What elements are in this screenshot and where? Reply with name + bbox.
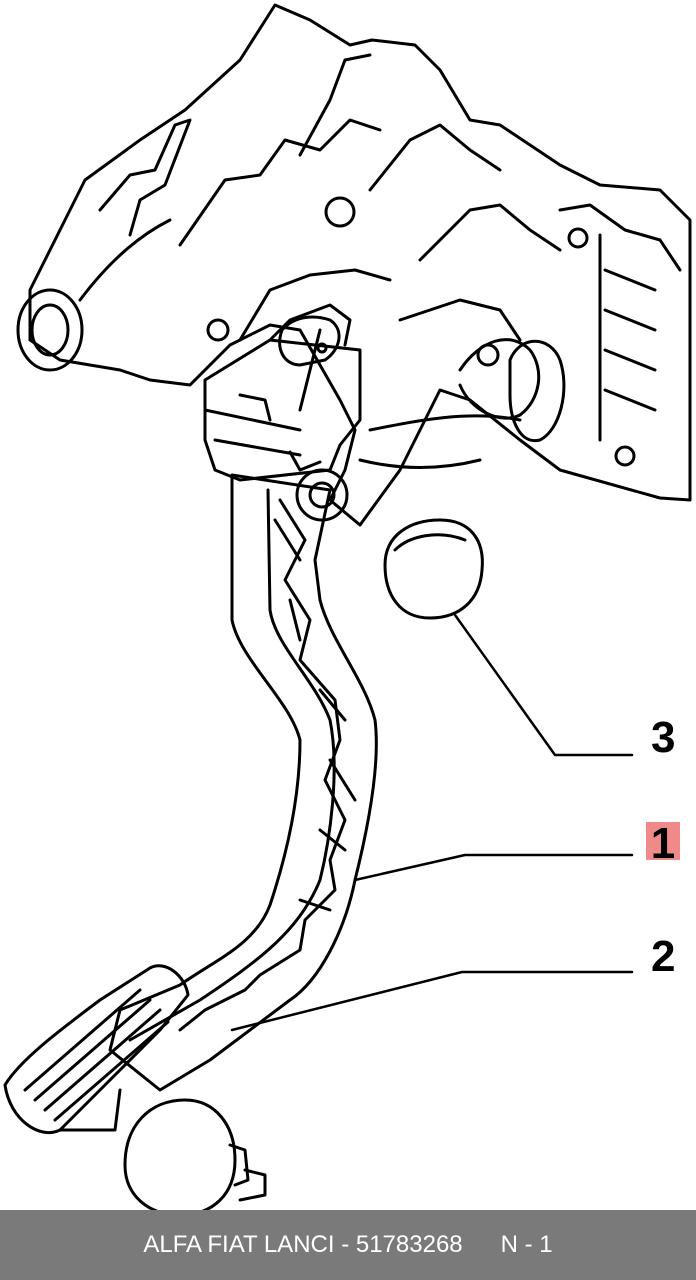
leader-line-3 <box>453 613 634 757</box>
pedal-assembly-diagram <box>3 3 692 1210</box>
leader-line-1 <box>353 853 634 882</box>
callout-label-3: 3 <box>651 713 676 762</box>
callout-label-1: 1 <box>650 819 676 868</box>
pedal-pad <box>3 964 190 1135</box>
part-2-stop-pad <box>123 1098 267 1210</box>
callout-highlight <box>646 822 680 860</box>
leader-line-2 <box>230 970 634 1032</box>
callout-label-1-highlighted: 1 <box>646 822 680 866</box>
pedal-pivot-eye <box>295 468 349 522</box>
footer-part-number: ALFA FIAT LANCI - 51783268 <box>143 1231 463 1258</box>
part-3-bump-stop <box>383 518 484 620</box>
footer-bar: ALFA FIAT LANCI - 51783268 N - 1 <box>0 1210 696 1280</box>
callout-leader-lines <box>230 613 634 1032</box>
bracket-hole <box>476 343 500 367</box>
footer-code: N - 1 <box>500 1231 553 1258</box>
callout-label-2: 2 <box>651 932 676 981</box>
accelerator-pedal-arm <box>108 468 378 1092</box>
pedal-bracket-housing <box>16 3 692 527</box>
pedal-sensor-connector <box>203 303 362 482</box>
bracket-bushing-left <box>16 288 84 372</box>
